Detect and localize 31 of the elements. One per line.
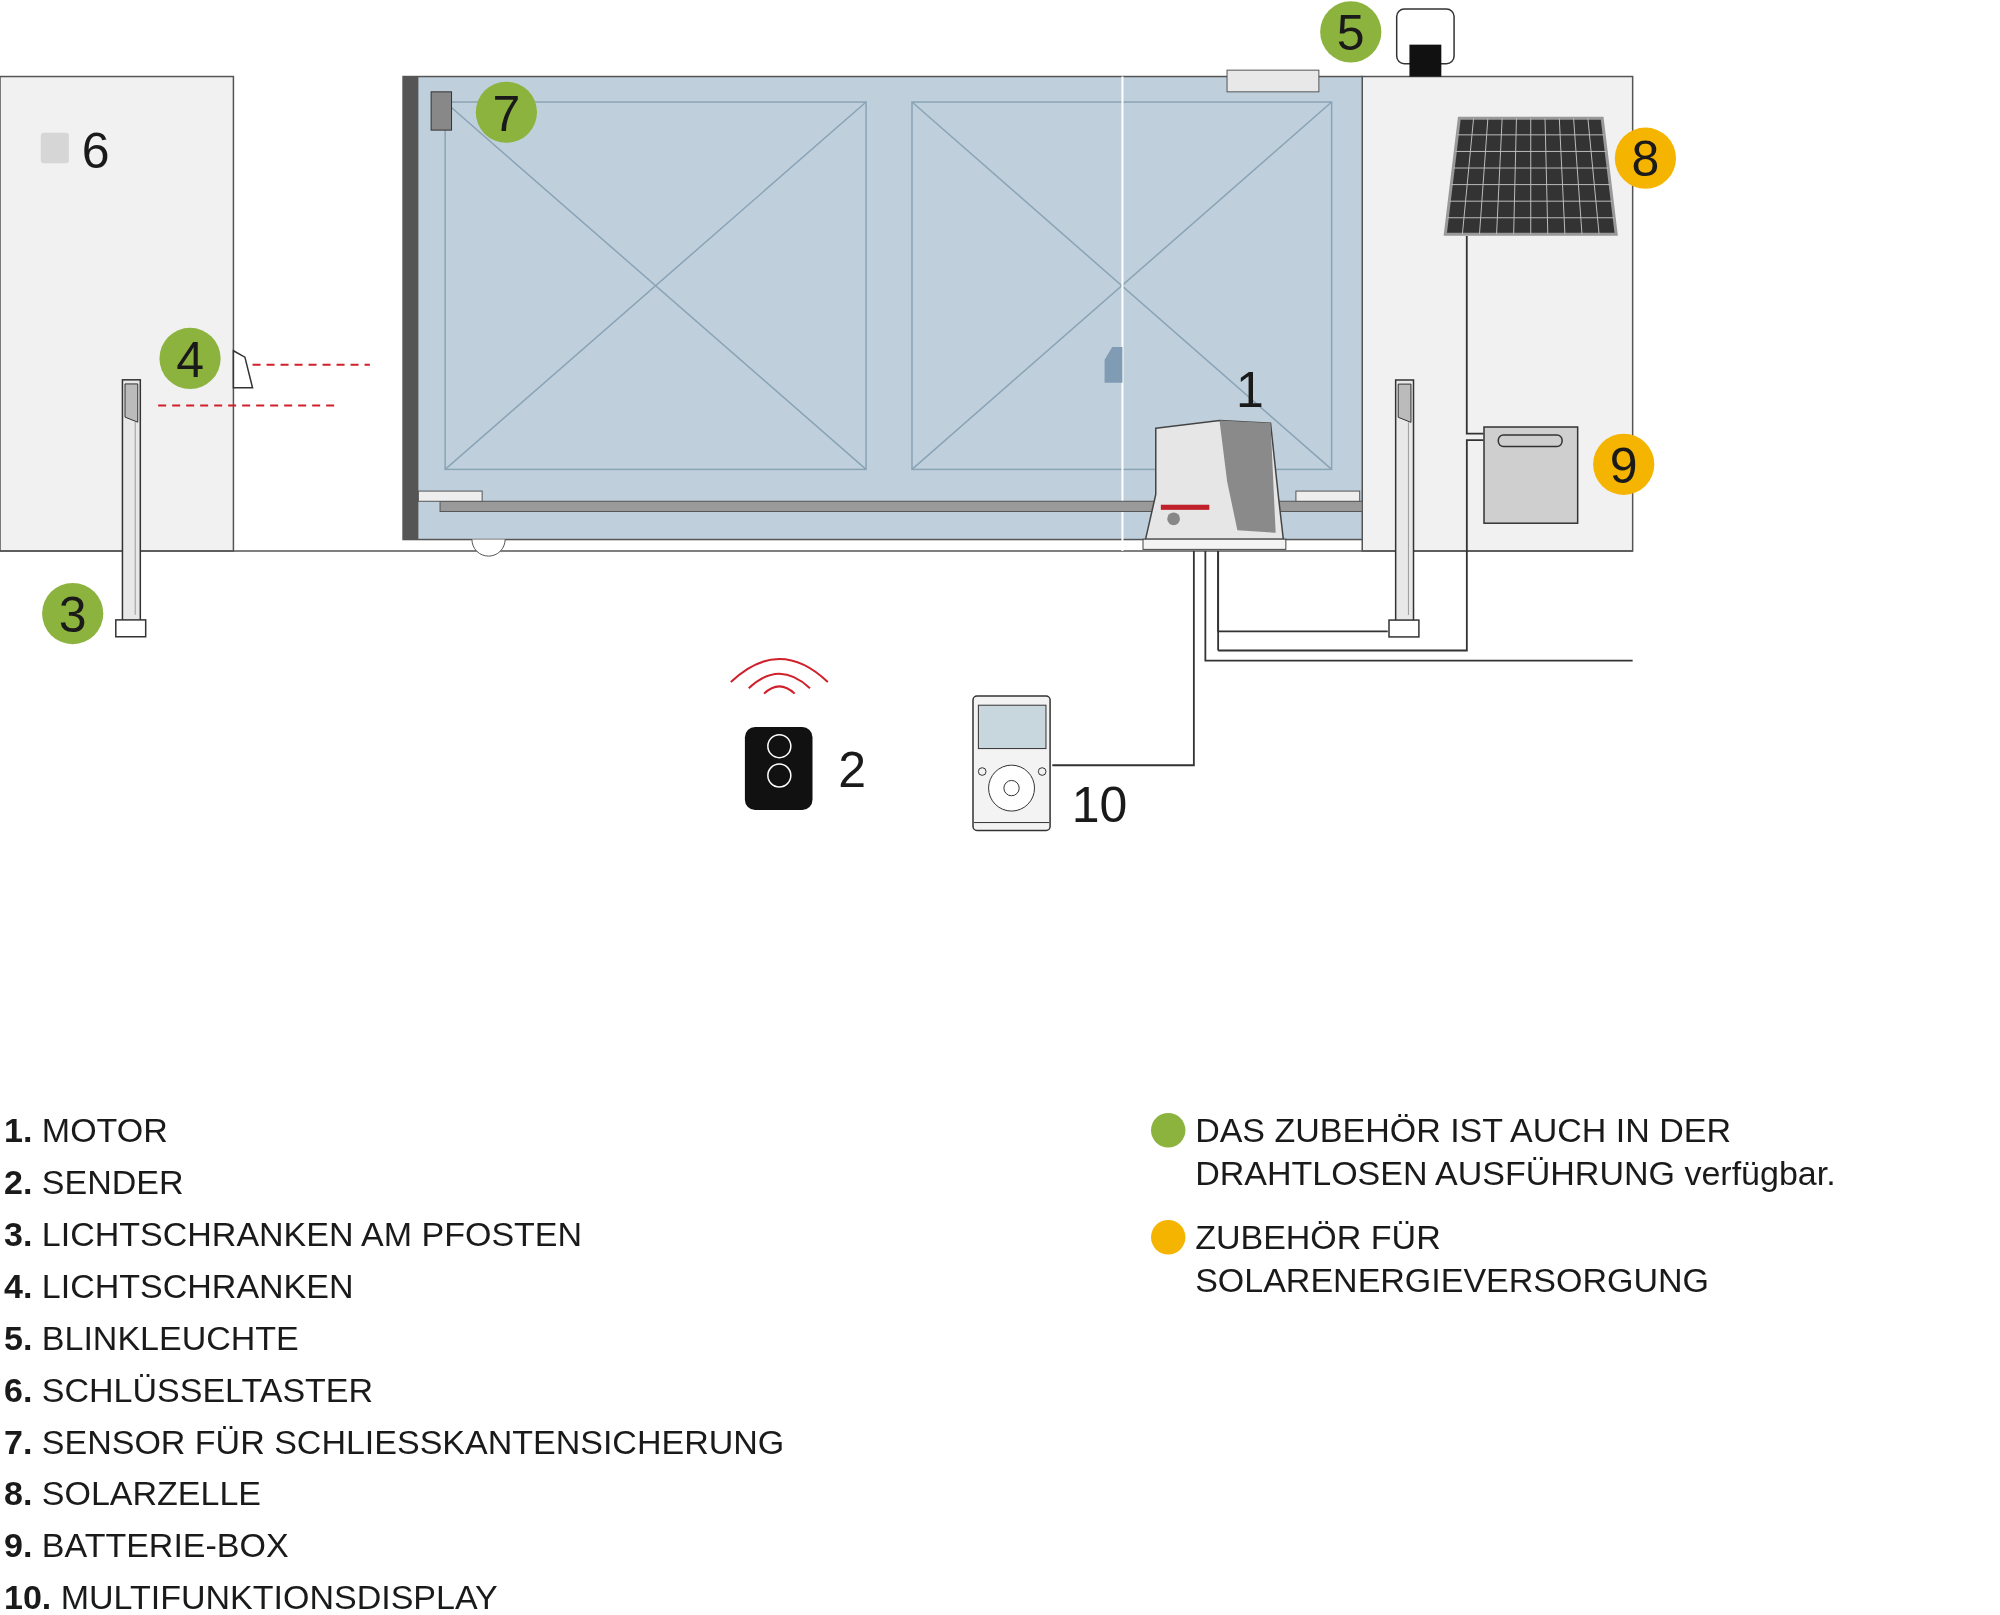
callout-number: 9 — [1609, 440, 1638, 491]
photocell-post-drawing — [1387, 378, 1420, 638]
callout-number: 2 — [838, 745, 866, 796]
legend-item-text: 9. BATTERIE-BOX — [4, 1528, 289, 1563]
legend-item-text: 5. BLINKLEUCHTE — [4, 1320, 299, 1355]
legend-item-text: 4. LICHTSCHRANKEN — [4, 1268, 354, 1303]
battery-box-drawing — [1483, 426, 1581, 526]
legend-item-text: 3. LICHTSCHRANKEN AM PFOSTEN — [4, 1216, 583, 1251]
legend-item-text: 8. SOLARZELLE — [4, 1476, 261, 1511]
legend-item-text: 10. MULTIFUNKTIONSDISPLAY — [4, 1580, 498, 1615]
cable — [1217, 439, 1485, 652]
callout-number: 5 — [1336, 8, 1365, 59]
gate-motor-drawing — [1142, 418, 1286, 551]
legend-item-text: 2. SENDER — [4, 1165, 184, 1199]
callout-number: 6 — [81, 125, 110, 176]
legend-item-text: 1. MOTOR — [4, 1113, 168, 1148]
solar-panel-drawing — [1443, 117, 1618, 236]
legend-item-text: 7. SENSOR FÜR SCHLIESSKANTENSICHERUNG — [4, 1424, 785, 1459]
callout-number: 10 — [1071, 779, 1128, 830]
cable — [1465, 235, 1485, 435]
callout-number: 4 — [176, 334, 204, 385]
cable — [1204, 550, 1634, 662]
cable — [1051, 550, 1195, 767]
legend-item-text: 6. SCHLÜSSELTASTER — [4, 1372, 374, 1407]
callout-number: 3 — [58, 589, 87, 640]
callout-number: 8 — [1631, 134, 1660, 185]
callout-number: 7 — [492, 88, 521, 139]
callout-number: 1 — [1236, 365, 1264, 416]
legend-text: ZUBEHÖR FÜR SOLARENERGIEVERSORGUNG — [1195, 1217, 1711, 1301]
legend-text: DAS ZUBEHÖR IST AUCH IN DER DRAHTLOSEN AUSFÜHRUNG verfügbar. — [1195, 1110, 1837, 1194]
control-display-drawing — [971, 695, 1053, 833]
